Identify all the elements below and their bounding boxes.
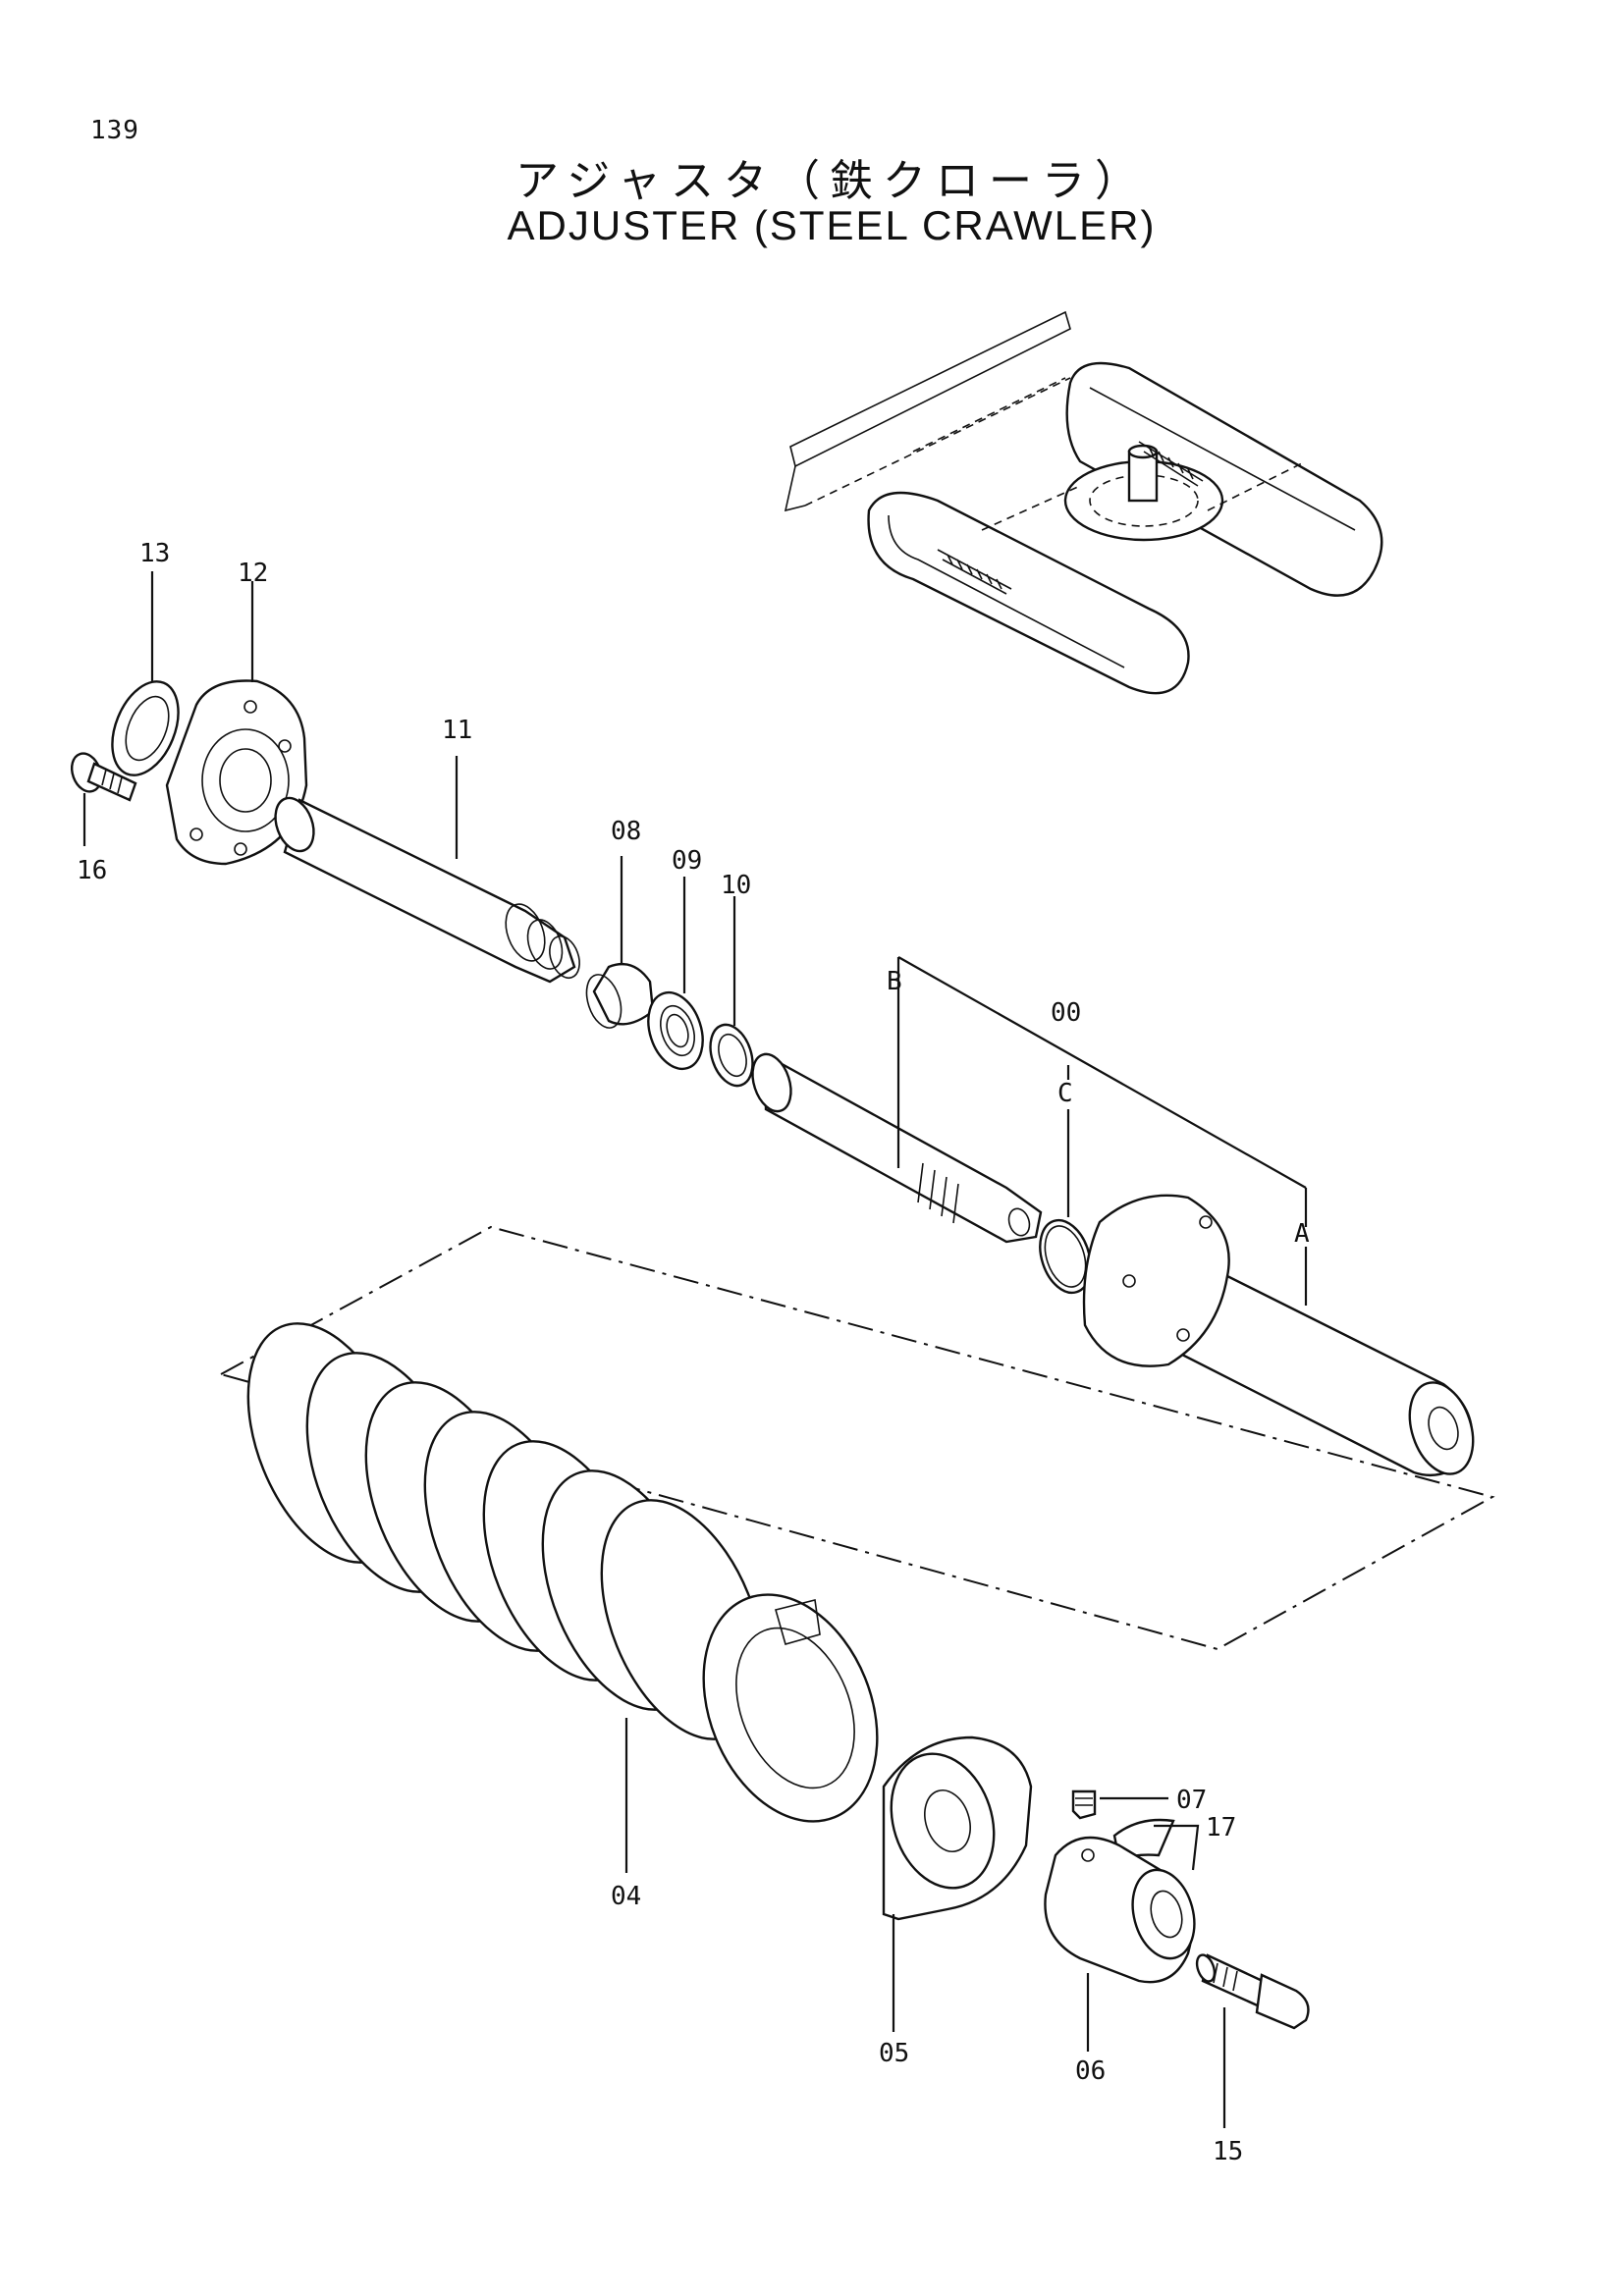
callout-10: 10 xyxy=(721,871,751,900)
part-16-bolt xyxy=(70,752,137,802)
undercarriage-overview xyxy=(784,310,1383,695)
callout-04: 04 xyxy=(611,1882,641,1911)
callout-00: 00 xyxy=(1051,998,1081,1028)
part-12-flange xyxy=(165,679,308,866)
part-09-packing xyxy=(647,990,704,1071)
part-10-snap-ring xyxy=(709,1023,754,1088)
callout-09: 09 xyxy=(672,846,702,876)
part-05-seat xyxy=(882,1735,1033,1921)
part-11-rod xyxy=(274,796,580,984)
assembly-bracket xyxy=(896,956,1308,1306)
spring-envelope xyxy=(220,1225,1495,1651)
callout-08: 08 xyxy=(611,817,641,846)
part-06-valve-body xyxy=(1044,1836,1196,1984)
callout-c: C xyxy=(1057,1079,1073,1108)
callout-11: 11 xyxy=(442,716,472,745)
callout-17: 17 xyxy=(1206,1813,1236,1842)
callout-b: B xyxy=(887,967,902,996)
callout-05: 05 xyxy=(879,2039,909,2068)
part-08-bushing xyxy=(585,962,655,1029)
callout-16: 16 xyxy=(77,856,107,885)
part-04-spring xyxy=(246,1322,879,1823)
callout-12: 12 xyxy=(238,559,268,588)
part-13-seal xyxy=(111,680,180,776)
callout-06: 06 xyxy=(1075,2056,1106,2086)
cylinder-a xyxy=(1082,1194,1475,1477)
leader-lines xyxy=(82,571,1226,2128)
part-07-plug xyxy=(1071,1789,1097,1820)
page-title-japanese: アジャスタ（鉄クローラ） xyxy=(514,156,1149,206)
callout-labels: 13 12 11 16 08 09 10 B 00 C A 04 07 17 0… xyxy=(77,539,1310,2166)
piston-b xyxy=(751,1052,1043,1244)
callout-a: A xyxy=(1294,1219,1310,1249)
callout-07: 07 xyxy=(1176,1786,1207,1815)
callout-13: 13 xyxy=(139,539,170,568)
page-title-english: ADJUSTER (STEEL CRAWLER) xyxy=(507,202,1157,248)
part-c-o-ring xyxy=(1039,1218,1092,1295)
callout-15: 15 xyxy=(1213,2137,1243,2166)
page-number: 139 xyxy=(90,116,139,145)
part-15-grease-nipple xyxy=(1195,1953,1310,2030)
